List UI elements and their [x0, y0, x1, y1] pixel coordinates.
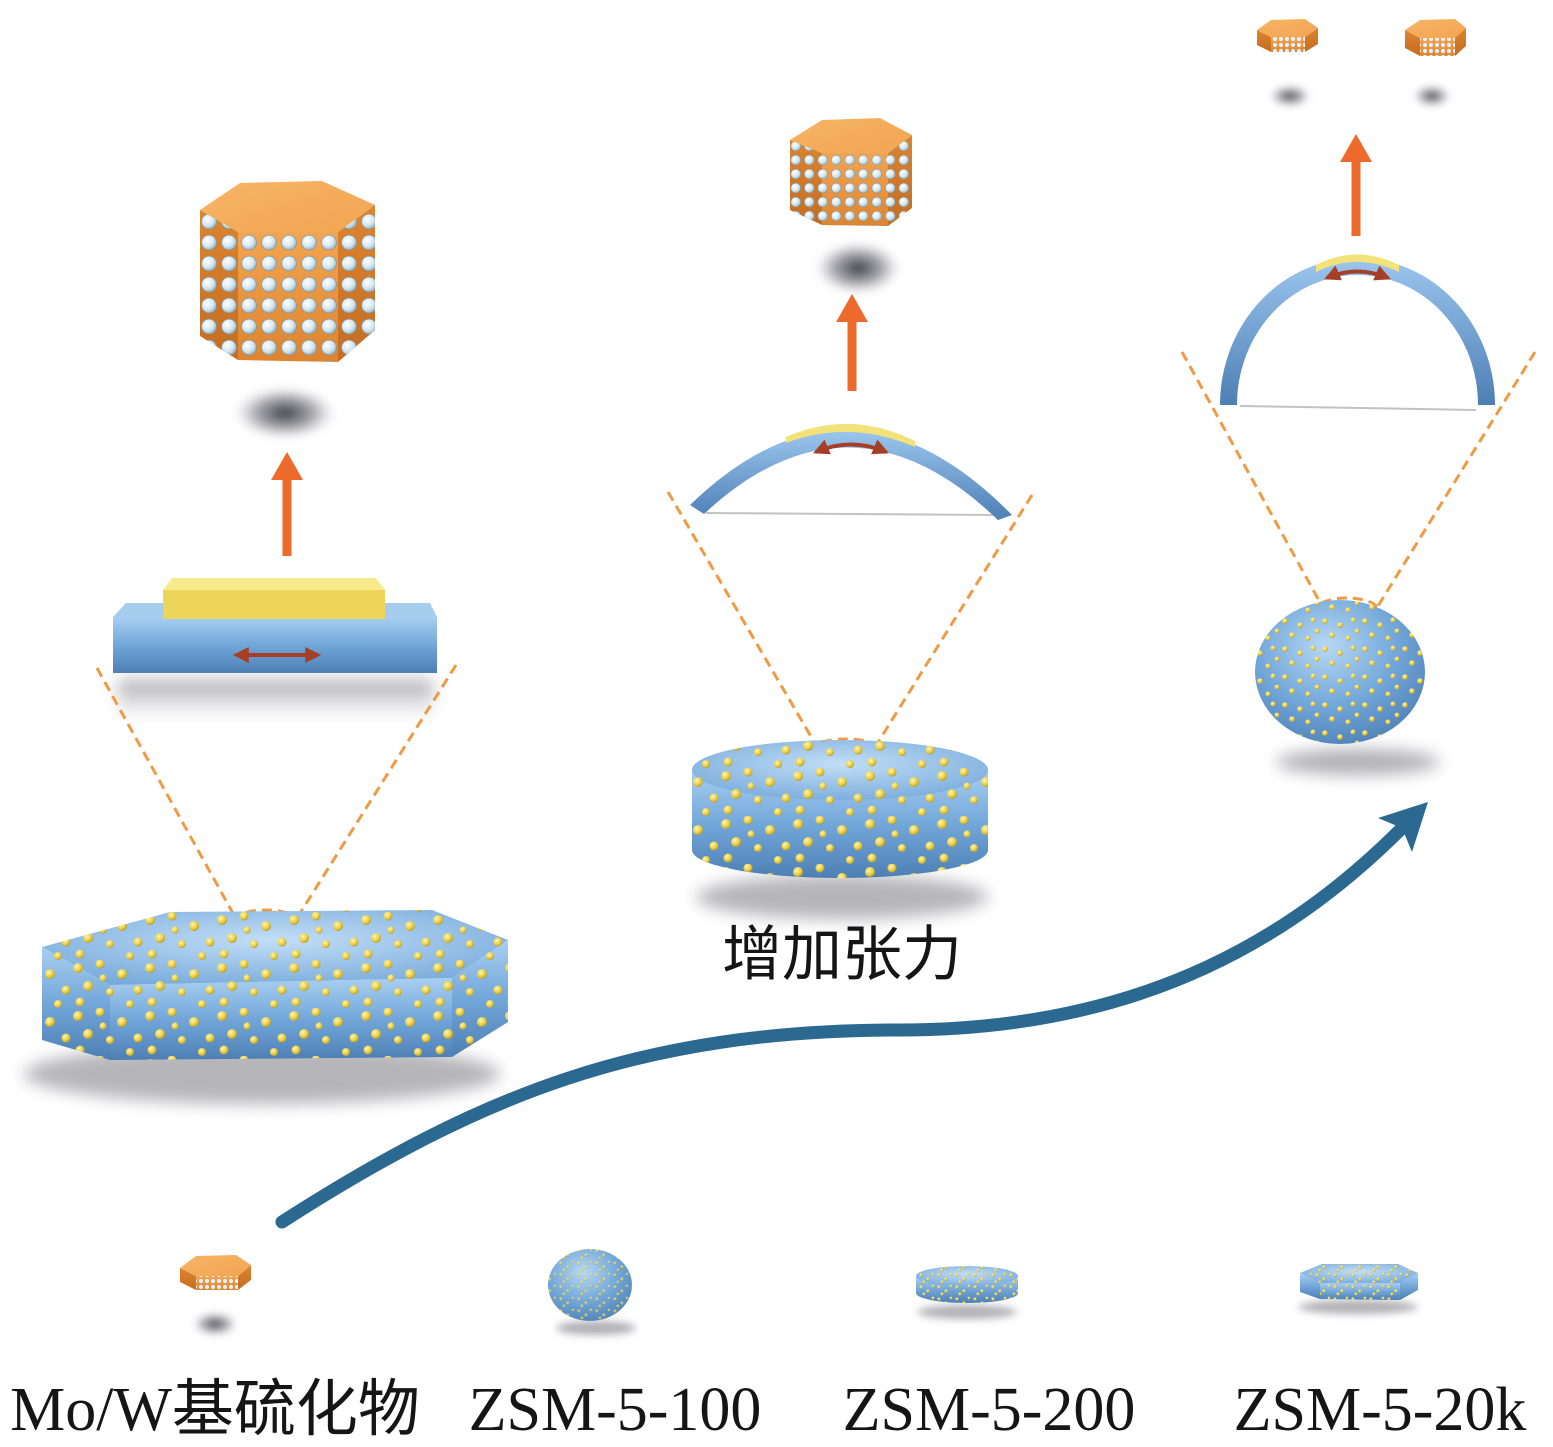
sulfide-layer-front [163, 590, 385, 619]
growth-arrow-middle [836, 294, 868, 391]
thumbnail-zsm-5-200 [916, 1266, 1018, 1319]
increase-tension-label: 增加张力 [722, 922, 962, 988]
strain-double-arrow [813, 439, 889, 455]
growth-arrow-right [1340, 134, 1372, 236]
disc-support [692, 740, 988, 919]
label-zsm-5-20k: ZSM-5-20k [1234, 1376, 1527, 1444]
sulfide-stack-medium [790, 118, 912, 226]
sulfide-stack-small-a [1257, 19, 1318, 52]
semicircle-support-arc [1220, 254, 1495, 411]
sulfide-shadow-large [233, 386, 337, 440]
label-mow-sulfide: Mo/W基硫化物 [10, 1376, 420, 1444]
hexagonal-support-large [24, 910, 508, 1104]
sulfide-shadow-small-b [1413, 85, 1451, 107]
thumbnail-mow-sulfide [180, 1255, 251, 1336]
middle-column: 增加张力 [666, 118, 1034, 988]
sulfide-stack-small-b [1405, 19, 1466, 56]
sphere-support [1255, 600, 1440, 775]
zoom-guides-middle [666, 491, 1034, 759]
growth-arrow-left [271, 452, 303, 556]
label-zsm-5-100: ZSM-5-100 [469, 1376, 762, 1444]
sulfide-layer-curved [1316, 254, 1399, 272]
label-zsm-5-200: ZSM-5-200 [843, 1376, 1136, 1444]
left-column [24, 181, 508, 1104]
sulfide-stack-large [200, 181, 375, 362]
sulfide-layer-curved [786, 423, 915, 447]
strain-double-arrow [1324, 265, 1391, 281]
sulfide-layer-top [163, 578, 385, 590]
increasing-tension-trend-arrow [275, 802, 1428, 1229]
flat-support-slab [113, 578, 437, 716]
right-column [1180, 19, 1537, 775]
curved-support-arc [690, 423, 1012, 520]
sulfide-shadow-small-a [1269, 85, 1311, 107]
sulfide-shadow-medium [814, 241, 902, 295]
thumbnail-zsm-5-100 [548, 1249, 636, 1335]
thumbnail-zsm-5-20k [1298, 1264, 1418, 1314]
